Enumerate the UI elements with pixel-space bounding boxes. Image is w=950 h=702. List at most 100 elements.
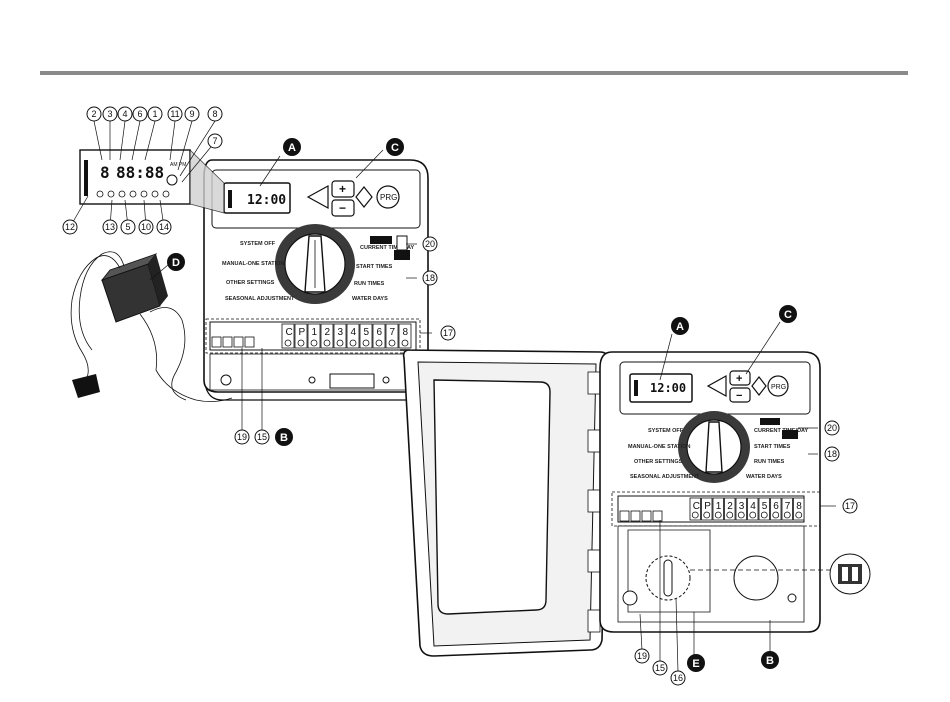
station-terminal [735,497,747,521]
power-adapter [70,251,233,402]
svg-text:4: 4 [122,109,127,119]
callout-B: B [275,428,293,446]
station-terminal [793,497,805,521]
terminal-screw [703,511,711,519]
minus-button-right[interactable] [729,387,751,403]
station-terminal [701,497,713,521]
minus-button-right-label: − [736,390,742,402]
day-indicator-icon [96,190,104,198]
callout-A: A [283,138,301,156]
terminal-screw [749,511,757,519]
prg-button-right[interactable] [767,375,789,397]
right-controller: 12:00 + − PRG SYSTEM OFF MANUAL-ONE STAT… [399,349,871,657]
svg-text:19: 19 [637,651,647,661]
power-terminal [630,510,641,522]
station-terminal [747,497,759,521]
callout-14: 14 [156,219,172,235]
station-terminal [689,497,701,521]
terminal-label: 2 [325,327,331,338]
plus-button-right-label: + [736,373,742,385]
door-hinge [587,549,601,573]
terminal-screw [310,339,318,347]
left-arrow-button-right[interactable] [706,374,727,398]
door-hinge [587,609,601,633]
terminal-screw [349,339,357,347]
power-terminal [233,336,244,348]
svg-text:3: 3 [107,109,112,119]
svg-text:B: B [280,432,288,444]
station-terminal [781,497,793,521]
svg-text:1: 1 [152,109,157,119]
day-indicator-icon [118,190,126,198]
manual-hand-button-right[interactable] [751,376,767,396]
minus-button[interactable] [331,199,355,217]
manual-hand-button[interactable] [355,186,373,208]
inset-small-digit: 8 [100,163,110,182]
svg-text:10: 10 [141,222,151,232]
day-indicator-icon [107,190,115,198]
plus-button-right[interactable] [729,370,751,386]
terminal-screw [362,339,370,347]
plus-button[interactable] [331,180,355,198]
power-terminal [222,336,233,348]
inset-big-digits: 88:88 [116,163,164,182]
dial-label-manual-one-station: MANUAL-ONE STATION [222,261,284,267]
svg-text:17: 17 [443,328,453,338]
callout-19: 19 [234,429,250,445]
dial-label-water-days-right: WATER DAYS [746,474,782,480]
door-hinge [587,371,601,395]
dial-label-system-off-right: SYSTEM OFF [648,428,684,434]
svg-text:14: 14 [159,222,169,232]
svg-text:A: A [676,321,684,333]
dial-label-seasonal-right: SEASONAL ADJUSTMENT [630,474,700,480]
dial-label-start-times-right: START TIMES [754,444,791,450]
inset-am-pm: AM PM [170,162,186,168]
day-indicator-icon [140,190,148,198]
terminal-label: 1 [716,501,722,512]
callout-17: 17 [440,325,456,341]
callout-4: 4 [117,106,133,122]
lcd-time-text-right: 12:00 [650,381,686,395]
svg-text:B: B [766,655,774,667]
power-terminal [641,510,652,522]
callout-A: A [671,317,689,335]
header-rule [40,71,908,75]
callout-12: 12 [62,219,78,235]
callout-D: D [167,253,185,271]
terminal-label: 7 [785,501,791,512]
callout-18: 18 [422,270,438,286]
terminal-screw [375,339,383,347]
left-arrow-button[interactable] [306,184,329,210]
power-terminal [211,336,222,348]
svg-text:2: 2 [91,109,96,119]
programming-dial-knob-right[interactable] [705,421,723,473]
svg-text:20: 20 [827,423,837,433]
callout-5: 5 [120,219,136,235]
terminal-screw [772,511,780,519]
terminal-label: P [704,501,711,512]
svg-text:15: 15 [655,663,665,673]
dial-label-system-off: SYSTEM OFF [240,241,276,247]
callout-13: 13 [102,219,118,235]
svg-text:15: 15 [257,432,267,442]
terminal-label: 1 [312,327,318,338]
callout-C: C [386,138,404,156]
svg-text:E: E [692,658,699,670]
callout-B: B [761,651,779,669]
terminal-label: 8 [403,327,409,338]
prg-button[interactable] [376,185,400,209]
day-indicator-icon [129,190,137,198]
terminal-screw [714,511,722,519]
callout-10: 10 [138,219,154,235]
terminal-label: 6 [377,327,383,338]
callout-7: 7 [207,133,223,149]
day-indicator-icon [151,190,159,198]
dial-label-manual-right: MANUAL-ONE STATION [628,444,690,450]
callout-15: 15 [254,429,270,445]
svg-text:11: 11 [170,109,179,119]
terminal-label: 4 [351,327,357,338]
terminal-label: 7 [390,327,396,338]
callout-16: 16 [670,670,686,686]
left-controller: 12:00 + − PRG SYSTEM OFF MANUAL-ONE STAT… [203,159,429,401]
terminal-label: 4 [750,501,756,512]
